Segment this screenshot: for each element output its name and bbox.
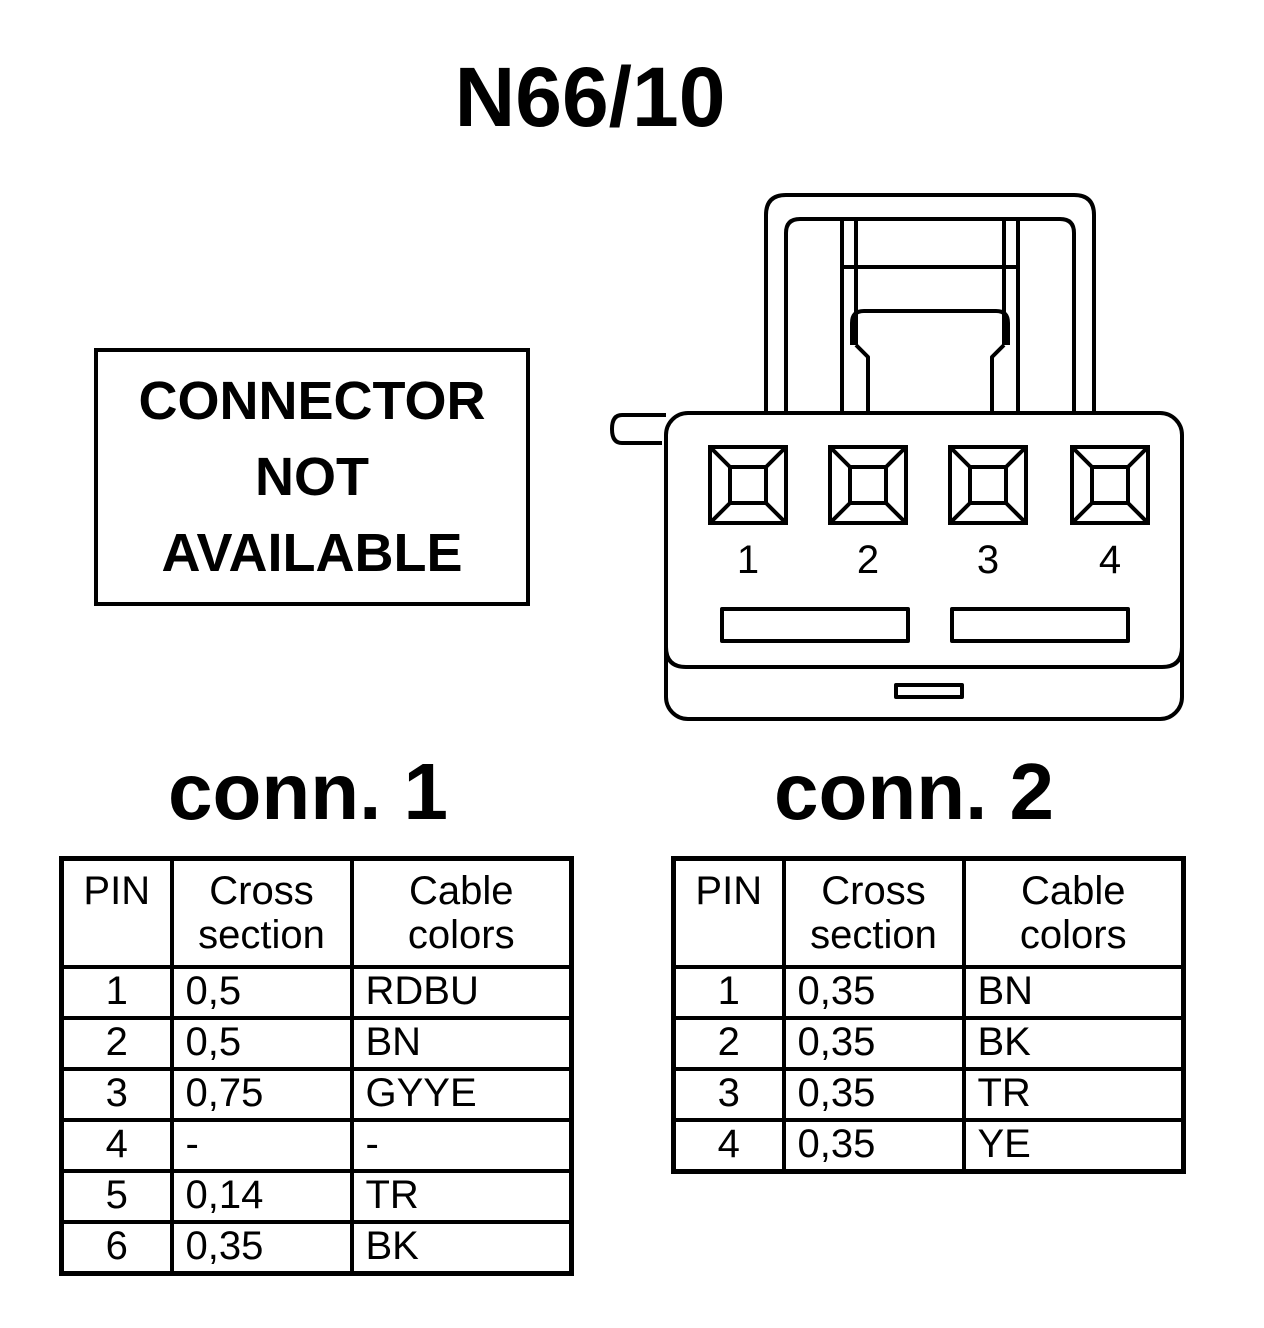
table-row: 2 0,35 BK	[671, 1015, 1186, 1071]
connector-not-available-box: CONNECTOR NOT AVAILABLE	[94, 348, 530, 606]
cable-color-cell: -	[349, 1117, 574, 1173]
cable-color-cell: TR	[961, 1066, 1186, 1122]
cross-section-cell: 0,14	[169, 1168, 354, 1224]
pin-number-1: 1	[737, 538, 759, 582]
header-cable-colors: Cable colors	[961, 856, 1186, 969]
pin-cell: 6	[59, 1219, 174, 1275]
cross-section-cell: 0,35	[781, 1117, 966, 1173]
header-pin: PIN	[671, 856, 786, 969]
cross-section-cell: -	[169, 1117, 354, 1173]
pin-cell-4	[1070, 445, 1150, 525]
pin-cell: 2	[671, 1015, 786, 1071]
cross-section-cell: 0,35	[781, 1066, 966, 1122]
header-color-line-2: colors	[407, 913, 515, 957]
conn-2-label: conn. 2	[774, 747, 1055, 836]
pin-cell: 4	[671, 1117, 786, 1173]
header-cross-section: Cross section	[781, 856, 966, 969]
table-row: 1 0,35 BN	[671, 964, 1186, 1020]
not-available-line-1: CONNECTOR	[138, 371, 486, 431]
pin-cell: 5	[59, 1168, 174, 1224]
not-available-line-2: NOT	[255, 447, 369, 507]
header-cable-colors: Cable colors	[349, 856, 574, 969]
header-color-line-2: colors	[1019, 913, 1127, 957]
pin-cell-1	[708, 445, 788, 525]
table-row: 1 0,5 RDBU	[59, 964, 574, 1020]
header-cross-line-2: section	[810, 913, 937, 957]
table-header-row: PIN Cross section Cable colors	[59, 856, 574, 969]
table-header-row: PIN Cross section Cable colors	[671, 856, 1186, 969]
pin-number-3: 3	[977, 538, 999, 582]
table-row: 6 0,35 BK	[59, 1219, 574, 1275]
header-cross-section: Cross section	[169, 856, 354, 969]
page-title: N66/10	[454, 50, 726, 144]
cross-section-cell: 0,35	[169, 1219, 354, 1275]
pin-cell: 3	[59, 1066, 174, 1122]
pin-number-2: 2	[857, 538, 879, 582]
pin-cell-3	[948, 445, 1028, 525]
pin-cell: 1	[671, 964, 786, 1020]
not-available-line-3: AVAILABLE	[161, 523, 463, 583]
pin-number-4: 4	[1099, 538, 1121, 582]
conn-1-label: conn. 1	[168, 747, 449, 836]
header-cross-line-1: Cross	[209, 869, 314, 913]
table-row: 3 0,75 GYYE	[59, 1066, 574, 1122]
conn-2-pin-table: PIN Cross section Cable colors 1 0,35 BN…	[671, 856, 1186, 1174]
pin-cell: 1	[59, 964, 174, 1020]
cable-color-cell: RDBU	[349, 964, 574, 1020]
cross-section-cell: 0,35	[781, 964, 966, 1020]
cross-section-cell: 0,5	[169, 1015, 354, 1071]
header-cross-line-1: Cross	[821, 869, 926, 913]
cable-color-cell: BK	[349, 1219, 574, 1275]
connector-face-diagram: 1 2 3 4	[610, 193, 1184, 721]
cable-color-cell: TR	[349, 1168, 574, 1224]
cable-color-cell: YE	[961, 1117, 1186, 1173]
header-color-line-1: Cable	[408, 869, 514, 913]
header-pin: PIN	[59, 856, 174, 969]
table-row: 4 - -	[59, 1117, 574, 1173]
pin-cell: 4	[59, 1117, 174, 1173]
pin-cell: 2	[59, 1015, 174, 1071]
cross-section-cell: 0,5	[169, 964, 354, 1020]
pin-cell: 3	[671, 1066, 786, 1122]
header-color-line-1: Cable	[1020, 869, 1126, 913]
table-row: 4 0,35 YE	[671, 1117, 1186, 1173]
cable-color-cell: BN	[349, 1015, 574, 1071]
table-row: 3 0,35 TR	[671, 1066, 1186, 1122]
cross-section-cell: 0,75	[169, 1066, 354, 1122]
conn-1-pin-table: PIN Cross section Cable colors 1 0,5 RDB…	[59, 856, 574, 1276]
cable-color-cell: BN	[961, 964, 1186, 1020]
cross-section-cell: 0,35	[781, 1015, 966, 1071]
table-row: 5 0,14 TR	[59, 1168, 574, 1224]
header-cross-line-2: section	[198, 913, 325, 957]
cable-color-cell: GYYE	[349, 1066, 574, 1122]
pin-cell-2	[828, 445, 908, 525]
table-row: 2 0,5 BN	[59, 1015, 574, 1071]
cable-color-cell: BK	[961, 1015, 1186, 1071]
